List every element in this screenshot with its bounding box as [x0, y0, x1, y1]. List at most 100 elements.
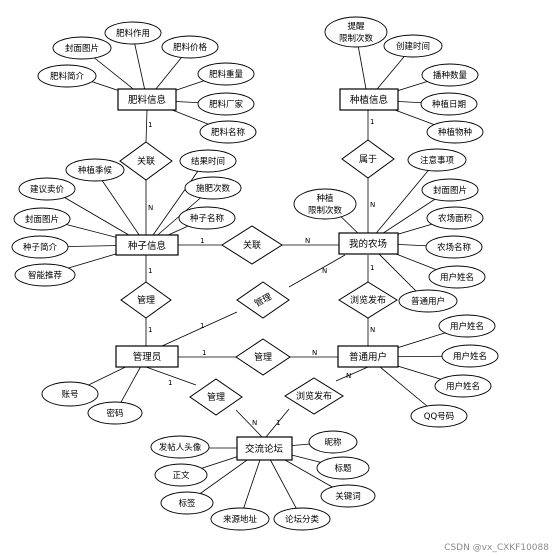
- attr-forum-content: 正文: [154, 463, 208, 487]
- attr-forum-title: 标题: [316, 456, 370, 480]
- svg-text:注意事项: 注意事项: [420, 155, 455, 166]
- svg-text:农场面积: 农场面积: [438, 213, 473, 224]
- entity-admin: 管理员: [115, 345, 179, 368]
- cardinality-admin-farm-n: N: [322, 267, 327, 275]
- attr-seed-fruit-time: 结果时间: [179, 149, 237, 173]
- svg-text:账号: 账号: [61, 390, 78, 400]
- attr-fertilizer-manufacturer: 肥料厂家: [197, 92, 255, 116]
- svg-text:管理: 管理: [207, 391, 225, 403]
- attr-farm-name: 农场名称: [425, 235, 483, 259]
- cardinality-admin-farm-1: 1: [200, 322, 204, 330]
- svg-text:浏览发布: 浏览发布: [296, 390, 332, 402]
- svg-text:普通用户: 普通用户: [411, 296, 445, 307]
- svg-text:肥料信息: 肥料信息: [128, 94, 166, 106]
- svg-text:种子信息: 种子信息: [128, 240, 166, 252]
- svg-text:提醒: 提醒: [347, 21, 365, 32]
- svg-text:种植日期: 种植日期: [432, 99, 466, 110]
- entity-forum: 交流论坛: [236, 436, 293, 461]
- cardinality-user-forum-n: N: [346, 372, 351, 380]
- svg-text:种植季候: 种植季候: [78, 165, 113, 176]
- attr-seed-fertilize-count: 施肥次数: [184, 176, 242, 200]
- svg-text:种子简介: 种子简介: [23, 242, 58, 253]
- svg-text:关键词: 关键词: [335, 491, 361, 502]
- svg-text:种植物种: 种植物种: [438, 127, 472, 138]
- attr-planting-reminder-limit: 提醒 限制次数: [324, 16, 388, 48]
- svg-text:属于: 属于: [359, 154, 377, 165]
- entity-seed-info: 种子信息: [115, 234, 179, 256]
- svg-text:播种数量: 播种数量: [433, 70, 468, 81]
- attr-planting-created-time: 创建时间: [383, 34, 443, 58]
- attr-fertilizer-cover-image: 封面图片: [52, 36, 112, 60]
- cardinality-seed-farm-n: N: [305, 237, 310, 245]
- relationship-admin-forum: 管理: [189, 378, 243, 416]
- cardinality-farm-n: N: [370, 201, 375, 209]
- svg-text:关联: 关联: [137, 155, 155, 167]
- cardinality-farm-user-1: 1: [370, 264, 374, 272]
- cardinality-labels: 1 N 1 N 1 N 1 1 1 N 1 N 1 N 1 N N 1: [148, 118, 375, 427]
- svg-text:论坛分类: 论坛分类: [285, 514, 320, 525]
- attr-forum-poster-avatar: 发帖人头像: [150, 435, 210, 459]
- cardinality-seed-admin-1: 1: [148, 267, 152, 275]
- svg-text:封面图片: 封面图片: [65, 43, 99, 54]
- svg-text:用户姓名: 用户姓名: [440, 272, 474, 283]
- attr-farm-regular-user: 普通用户: [398, 289, 458, 313]
- svg-text:用户姓名: 用户姓名: [453, 351, 487, 362]
- svg-text:管理员: 管理员: [133, 351, 162, 363]
- entity-planting-info: 种植信息: [339, 88, 399, 111]
- svg-text:农场名称: 农场名称: [437, 242, 472, 253]
- attr-admin-password: 密码: [87, 401, 143, 425]
- svg-text:肥料厂家: 肥料厂家: [209, 99, 244, 110]
- svg-text:结果时间: 结果时间: [191, 156, 225, 167]
- svg-text:用户姓名: 用户姓名: [446, 381, 480, 392]
- svg-text:创建时间: 创建时间: [396, 41, 430, 52]
- relationship-farm-user: 浏览发布: [338, 281, 398, 319]
- svg-text:浏览发布: 浏览发布: [350, 294, 386, 306]
- attr-farm-cover-image: 封面图片: [421, 178, 479, 202]
- svg-text:关联: 关联: [243, 239, 261, 251]
- svg-text:QQ号码: QQ号码: [424, 412, 454, 422]
- svg-text:封面图片: 封面图片: [433, 185, 467, 196]
- relationship-fertilizer-seed: 关联: [119, 141, 173, 181]
- attr-seed-cover-image: 封面图片: [13, 207, 71, 231]
- attr-farm-planting-limit: 种植 限制次数: [293, 188, 357, 220]
- svg-text:种植: 种植: [316, 193, 334, 204]
- svg-text:正文: 正文: [172, 470, 190, 481]
- attr-planting-date: 种植日期: [420, 92, 478, 116]
- svg-text:限制次数: 限制次数: [339, 33, 374, 44]
- svg-text:我的农场: 我的农场: [349, 238, 387, 250]
- svg-text:肥料价格: 肥料价格: [173, 42, 208, 53]
- relationship-admin-farm: 管理: [236, 281, 290, 319]
- attr-fertilizer-name: 肥料名称: [199, 120, 257, 144]
- watermark: CSDN @vx_CXKF10088: [444, 543, 549, 553]
- cardinality-fert-1: 1: [148, 121, 152, 129]
- svg-text:普通用户: 普通用户: [349, 351, 387, 363]
- relationship-seed-farm: 关联: [221, 225, 283, 265]
- attr-fertilizer-effect: 肥料作用: [104, 21, 162, 45]
- attr-user-name-2: 用户姓名: [441, 344, 499, 368]
- svg-text:发帖人头像: 发帖人头像: [159, 442, 202, 453]
- svg-text:管理: 管理: [137, 294, 155, 306]
- svg-text:肥料简介: 肥料简介: [50, 71, 85, 82]
- attr-forum-tag: 标签: [160, 491, 214, 515]
- svg-text:限制次数: 限制次数: [308, 205, 343, 216]
- cardinality-seed-farm-1: 1: [200, 237, 204, 245]
- attr-fertilizer-weight: 肥料重量: [197, 62, 255, 86]
- attr-fertilizer-price: 肥料价格: [161, 35, 219, 59]
- relationship-seed-admin: 管理: [120, 281, 172, 319]
- svg-text:肥料重量: 肥料重量: [209, 69, 244, 80]
- attr-farm-notes: 注意事项: [407, 148, 467, 172]
- attr-user-name-1: 用户姓名: [438, 314, 496, 338]
- cardinality-farm-user-n: N: [370, 326, 375, 334]
- svg-text:标题: 标题: [334, 463, 352, 474]
- attr-planting-sow-quantity: 播种数量: [421, 63, 479, 87]
- attr-admin-account: 账号: [41, 381, 99, 407]
- entity-my-farm: 我的农场: [338, 232, 399, 255]
- svg-text:建议卖价: 建议卖价: [30, 184, 65, 195]
- svg-text:管理: 管理: [254, 351, 272, 363]
- cardinality-admin-seed-1: 1: [148, 326, 152, 334]
- cardinality-admin-user-n: N: [312, 349, 317, 357]
- svg-text:用户姓名: 用户姓名: [450, 321, 484, 332]
- attr-seed-suggested-price: 建议卖价: [18, 177, 76, 201]
- svg-text:智能推荐: 智能推荐: [28, 270, 63, 281]
- attr-seed-season: 种植季候: [65, 158, 125, 182]
